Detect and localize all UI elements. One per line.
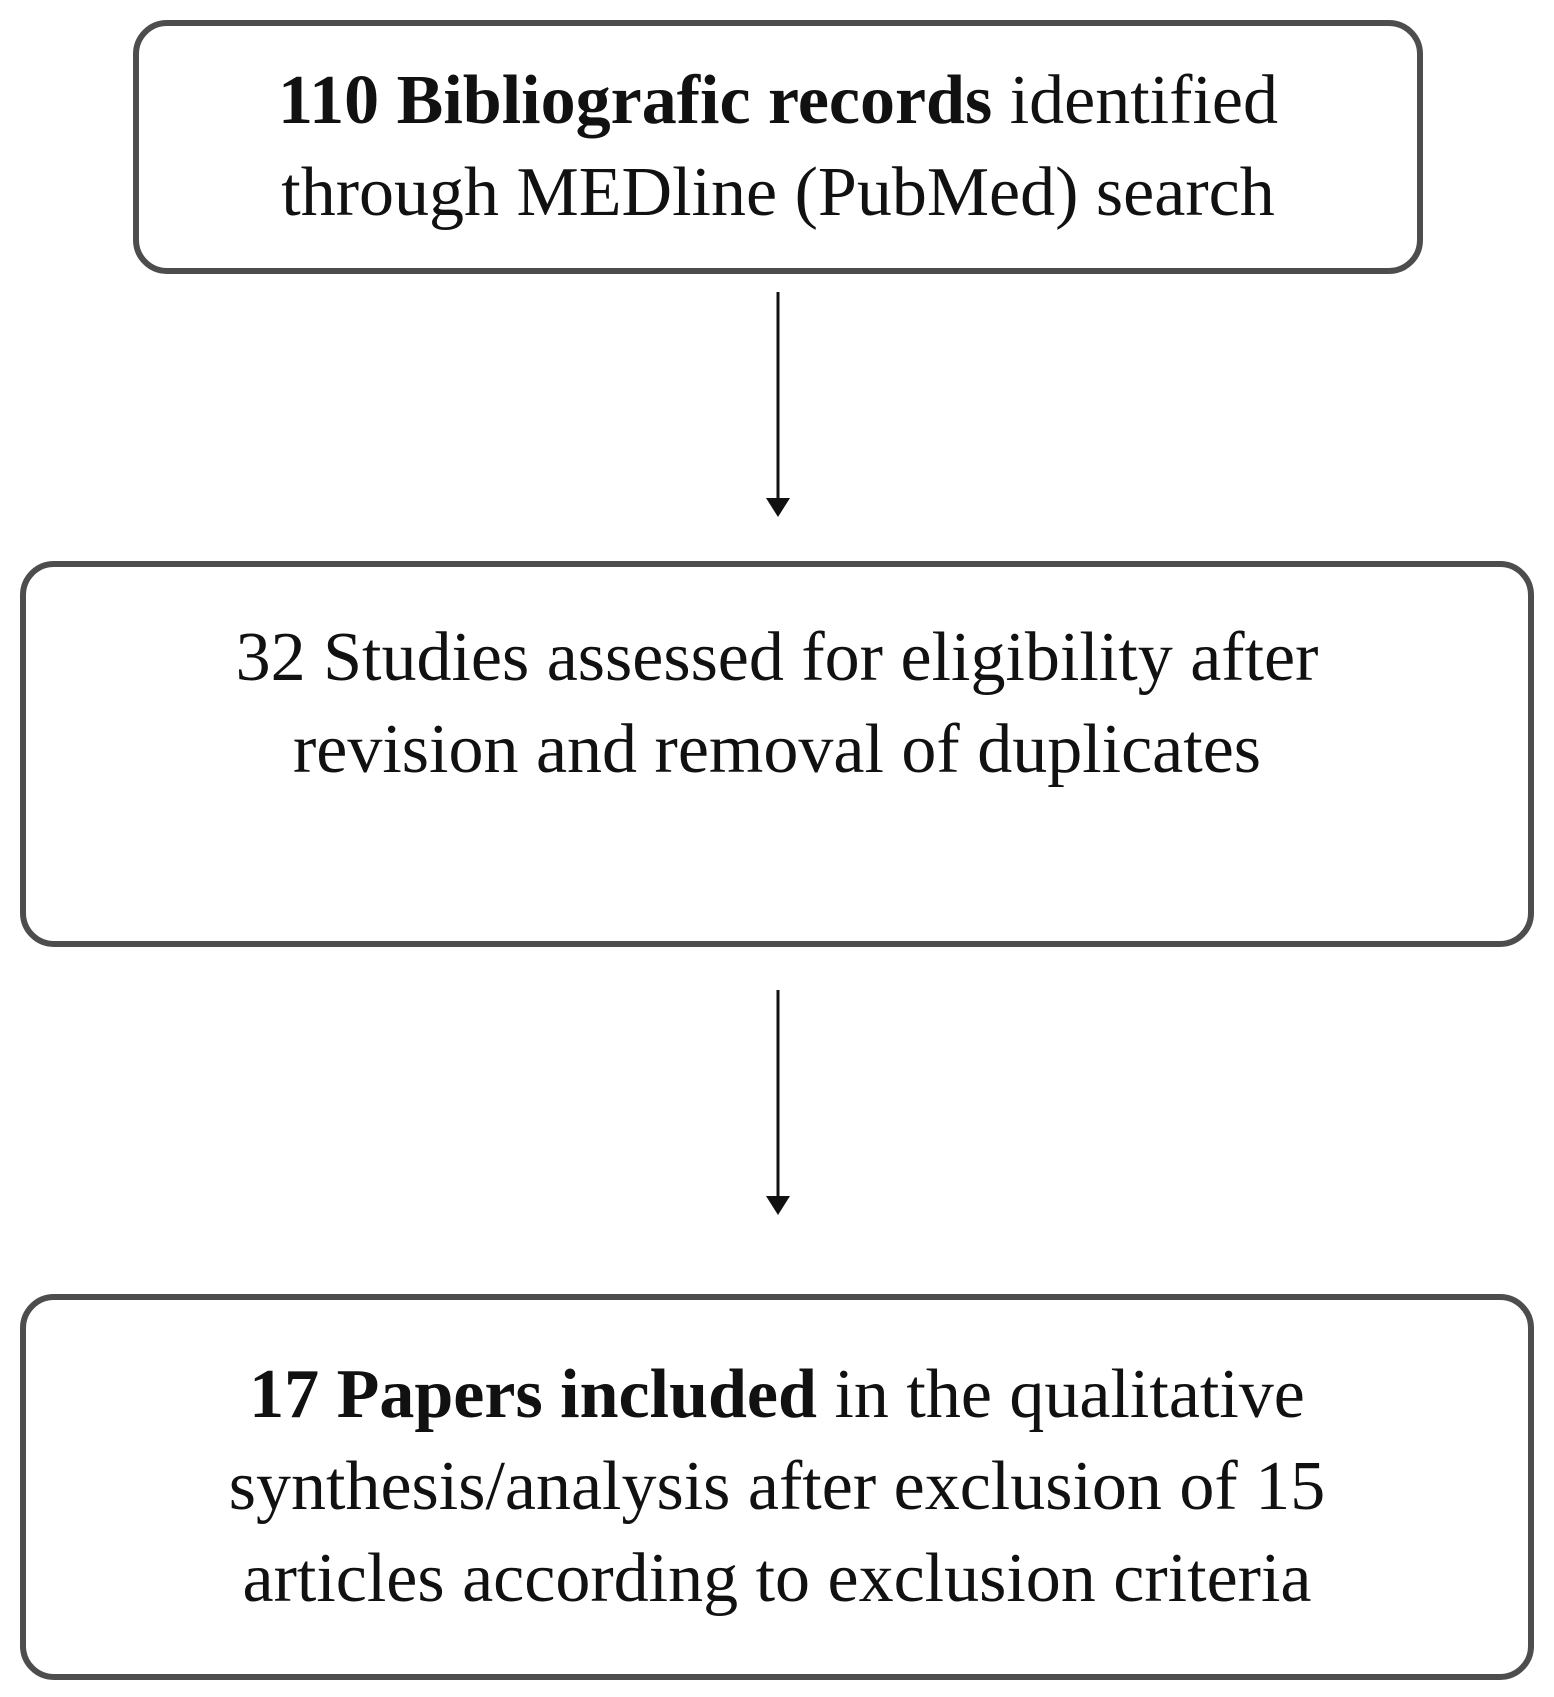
text-line: 17 Papers included in the qualitative <box>229 1349 1325 1441</box>
papers-rest-label: in the qualitative <box>816 1356 1305 1433</box>
step-box-papers-included: 17 Papers included in the qualitative sy… <box>20 1294 1534 1680</box>
text-line: 110 Bibliografic records identified <box>278 55 1278 147</box>
records-rest-label: identified <box>992 62 1278 139</box>
papers-exclusion-label: articles according to exclusion criteria <box>242 1540 1312 1617</box>
studies-assessed-label: 32 Studies assessed for eligibility afte… <box>235 619 1319 696</box>
records-source-label: through MEDline (PubMed) search <box>281 154 1275 231</box>
step-box-records-identified: 110 Bibliografic records identified thro… <box>133 20 1423 274</box>
step-box-studies-assessed-text: 32 Studies assessed for eligibility afte… <box>236 612 1319 796</box>
studies-revision-label: revision and removal of duplicates <box>292 711 1262 788</box>
step-box-studies-assessed: 32 Studies assessed for eligibility afte… <box>20 561 1534 947</box>
papers-synthesis-label: synthesis/analysis after exclusion of 15 <box>228 1448 1326 1525</box>
step-box-papers-included-text: 17 Papers included in the qualitative sy… <box>229 1349 1325 1625</box>
papers-count-label: 17 Papers included <box>249 1356 817 1433</box>
records-count-label: 110 Bibliografic records <box>278 62 993 139</box>
arrow-down-1 <box>766 292 790 517</box>
step-box-records-identified-text: 110 Bibliografic records identified thro… <box>278 55 1278 239</box>
arrow-down-2 <box>766 990 790 1215</box>
